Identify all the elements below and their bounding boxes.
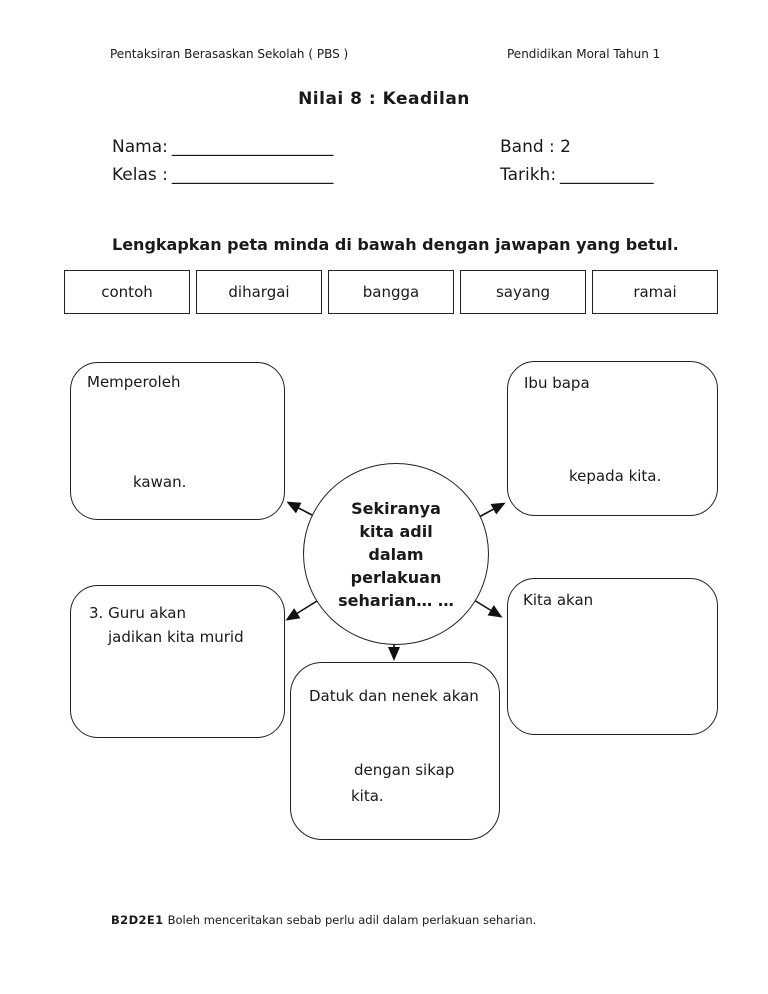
mindmap-box-kita-akan: Kita akan (507, 578, 718, 735)
word-bank-item-contoh: contoh (64, 270, 190, 314)
box-text: Datuk dan nenek akan (309, 687, 479, 705)
nama-row: Nama:___________________ (112, 137, 333, 157)
word-bank-item-bangga: bangga (328, 270, 454, 314)
kelas-blank-line: ___________________ (171, 165, 334, 185)
box-text: dengan sikap (354, 761, 455, 779)
center-line: perlakuan (350, 567, 442, 587)
box-text: kita. (351, 787, 384, 805)
arrow-to-mid-left-box (285, 600, 318, 621)
band-description: Boleh menceritakan sebab perlu adil dala… (167, 913, 537, 927)
arrow-to-top-left-box (286, 501, 313, 516)
arrow-to-mid-right-box (473, 599, 503, 618)
box-text: Kita akan (523, 591, 594, 609)
tarikh-blank-line: ___________ (560, 165, 654, 185)
box-text: kawan. (133, 473, 187, 491)
box-text: jadikan kita murid (108, 628, 244, 646)
center-line: kita adil (359, 521, 433, 541)
kelas-row: Kelas :___________________ (112, 165, 333, 185)
box-text: kepada kita. (569, 467, 662, 485)
box-text: 3. Guru akan (89, 604, 186, 622)
tarikh-row: Tarikh:___________ (500, 165, 654, 185)
tarikh-label: Tarikh: (500, 165, 557, 185)
nama-blank-line: ___________________ (171, 137, 334, 157)
nama-label: Nama: (112, 137, 168, 157)
instruction-text: Lengkapkan peta minda di bawah dengan ja… (112, 235, 679, 254)
mindmap-box-memperoleh: Memperoleh kawan. (70, 362, 285, 520)
center-line: seharian… … (338, 590, 454, 610)
box-text: Memperoleh (87, 373, 181, 391)
header-right-text: Pendidikan Moral Tahun 1 (507, 47, 661, 61)
center-line: dalam (368, 544, 424, 564)
center-line: Sekiranya (351, 498, 441, 518)
kelas-label: Kelas : (112, 165, 168, 185)
word-bank-item-dihargai: dihargai (196, 270, 322, 314)
box-text: Ibu bapa (524, 374, 590, 392)
word-bank-item-sayang: sayang (460, 270, 586, 314)
band-code: B2D2E1 (111, 913, 164, 927)
mindmap-box-guru: 3. Guru akan jadikan kita murid (70, 585, 285, 738)
word-bank: contoh dihargai bangga sayang ramai (64, 270, 718, 314)
mindmap-box-ibu-bapa: Ibu bapa kepada kita. (507, 361, 718, 516)
mindmap-box-datuk-nenek: Datuk dan nenek akan dengan sikap kita. (290, 662, 500, 840)
header-left-text: Pentaksiran Berasaskan Sekolah ( PBS ) (110, 47, 349, 61)
arrow-to-top-right-box (478, 502, 506, 518)
page-title: Nilai 8 : Keadilan (298, 89, 470, 109)
band-value: Band : 2 (500, 137, 571, 157)
mindmap-center-circle: Sekiranya kita adil dalam perlakuan seha… (303, 463, 489, 645)
word-bank-item-ramai: ramai (592, 270, 718, 314)
